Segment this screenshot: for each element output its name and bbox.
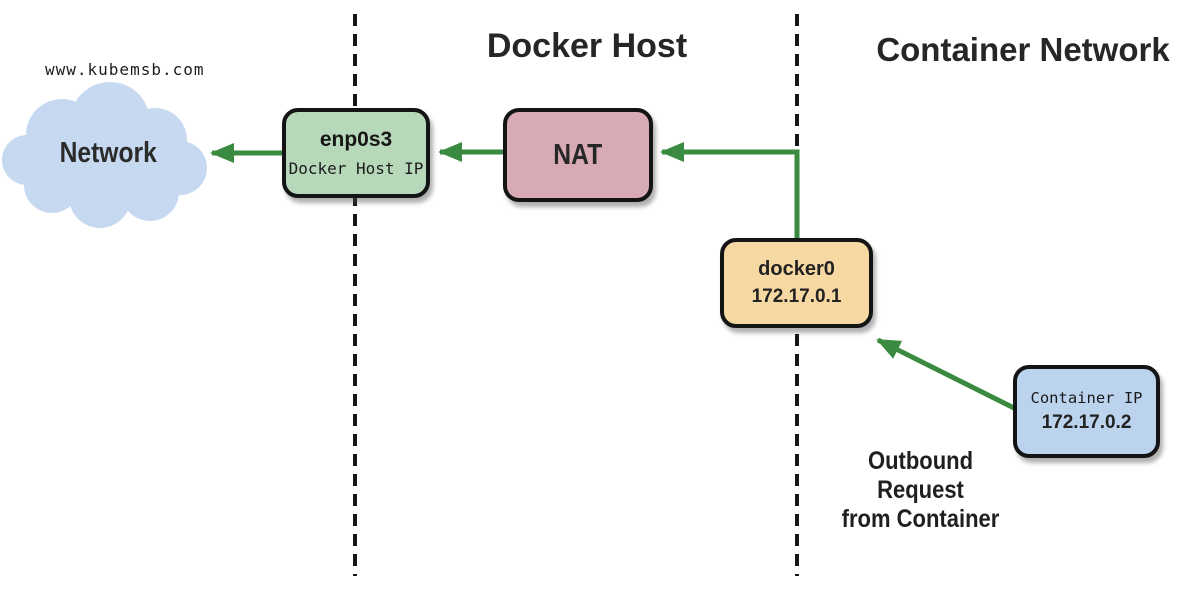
enp0s3-box: enp0s3 Docker Host IP <box>282 108 430 198</box>
annotation-line-2: Request <box>877 476 964 504</box>
nat-label: NAT <box>553 138 603 171</box>
outbound-annotation: Outbound Request from Container <box>839 447 1002 534</box>
enp0s3-label: enp0s3 <box>319 128 393 151</box>
cloud-network-label-text: Network <box>59 137 157 169</box>
arrow-container-to-docker0 <box>876 337 1016 411</box>
annotation-line-3: from Container <box>841 505 1000 533</box>
container-network-title: Container Network <box>876 31 1170 68</box>
arrow-docker0-to-nat <box>660 142 800 240</box>
docker0-label: docker0 <box>758 258 835 280</box>
docker0-box: docker0 172.17.0.1 <box>720 238 873 328</box>
cloud-network-label: Network <box>40 137 176 170</box>
container-ip-label: Container IP <box>1030 389 1143 407</box>
nat-box: NAT <box>503 108 653 202</box>
docker-host-title: Docker Host <box>486 27 688 65</box>
enp0s3-sublabel: Docker Host IP <box>288 159 424 178</box>
zone-divider-left <box>353 14 357 576</box>
docker0-ip: 172.17.0.1 <box>751 286 842 307</box>
annotation-line-1: Outbound <box>867 447 974 475</box>
container-ip-value: 172.17.0.2 <box>1041 412 1132 433</box>
container-ip-box: Container IP 172.17.0.2 <box>1013 365 1160 458</box>
watermark: www.kubemsb.com <box>45 60 205 79</box>
